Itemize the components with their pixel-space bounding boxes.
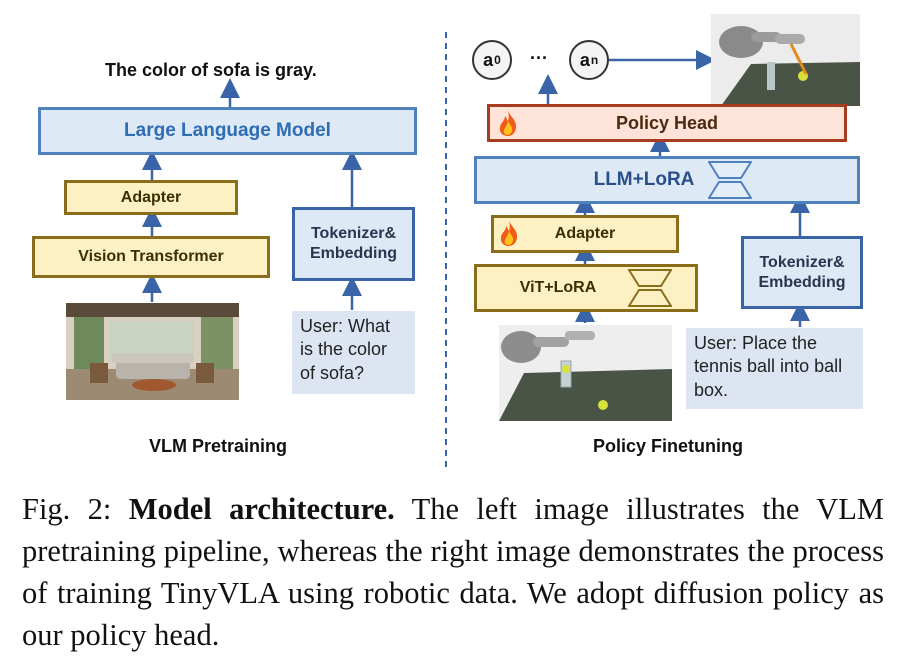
caption-body: The left image illustrates the VLM pretr… [22,492,884,652]
figure-label: Fig. 2: [22,492,112,526]
adapter-block: Adapter [64,180,238,215]
vision-transformer-block: Vision Transformer [32,236,270,278]
lora-bottleneck-icon [708,161,752,199]
tokenizer-label-right: Tokenizer& Embedding [758,253,846,291]
action-symbol: a [579,49,590,70]
robot-scene-image [499,325,672,421]
figure-caption: Fig. 2: Model architecture. The left ima… [22,488,884,656]
vit-lora-label: ViT+LoRA [519,279,597,296]
adapter-block-right: Adapter [491,215,679,253]
llm-lora-block: LLM+LoRA [474,156,860,204]
connectors-layer [142,32,810,470]
adapter-label-right: Adapter [554,225,616,242]
action-superscript: n [590,53,599,67]
robot-result-illustration [711,14,860,106]
robot-result-image [711,14,860,106]
tokenizer-block-right: Tokenizer& Embedding [741,236,863,309]
query-text-box-right: User: Place the tennis ball into ball bo… [686,328,863,409]
llm-lora-label: LLM+LoRA [593,169,695,191]
tokenizer-block: Tokenizer& Embedding [292,207,415,281]
vit-label: Vision Transformer [78,248,224,265]
policy-head-label: Policy Head [615,112,719,133]
robot-scene-illustration [499,325,672,421]
policy-head-block: Policy Head [487,104,847,142]
section-title-right: Policy Finetuning [593,436,744,456]
ellipsis: ··· [530,48,548,68]
action-symbol: a [483,49,494,70]
output-text: The color of sofa is gray. [105,60,317,80]
living-room-illustration [66,303,239,400]
section-title-left: VLM Pretraining [149,436,288,456]
tokenizer-label: Tokenizer& Embedding [309,225,398,262]
adapter-label: Adapter [120,188,182,206]
flame-icon [499,110,517,136]
caption-title: Model architecture. [128,492,395,526]
llm-block: Large Language Model [38,107,417,155]
living-room-image [66,303,239,400]
llm-label: Large Language Model [124,120,331,142]
action-superscript: 0 [494,53,501,67]
flame-icon [500,220,518,246]
query-text-box: User: What is the color of sofa? [292,311,415,394]
lora-bottleneck-icon [628,269,672,307]
